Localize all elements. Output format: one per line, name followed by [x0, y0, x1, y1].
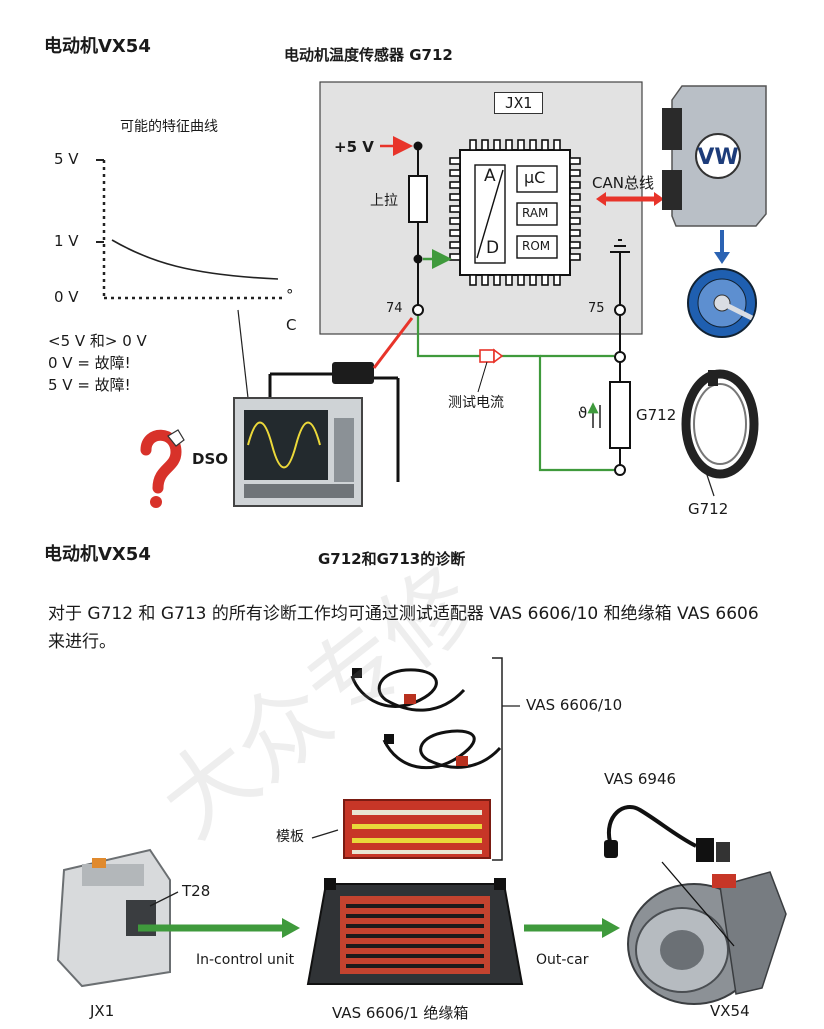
- bottom-section-title: 电动机VX54: [44, 544, 151, 565]
- pullup-label: 上拉: [370, 193, 398, 209]
- axis-label-1v: 1 V: [54, 232, 79, 250]
- curve-title: 可能的特征曲线: [120, 119, 218, 135]
- test-current-label: 测试电流: [448, 395, 504, 411]
- pin-75-label: 75: [588, 301, 605, 316]
- diagnosis-paragraph: 对于 G712 和 G713 的所有诊断工作均可通过测试适配器 VAS 6606…: [48, 604, 759, 652]
- g712-part-label: G712: [688, 500, 729, 518]
- g712-ring-sensor: [681, 369, 759, 497]
- note-0v-fault: 0 V = 故障!: [48, 354, 131, 372]
- pullup-circuit: [380, 136, 452, 316]
- insulation-box-photo: [306, 878, 524, 985]
- pin-74-label: 74: [386, 301, 403, 316]
- template-label: 模板: [276, 829, 304, 845]
- axis-label-5v: 5 V: [54, 150, 79, 168]
- ground-circuit: [587, 239, 631, 476]
- theta-label: ϑ: [578, 404, 588, 422]
- vx54-motor-photo: [627, 861, 787, 1005]
- uc-label: μC: [524, 168, 546, 187]
- oscilloscope-dso: [233, 317, 414, 507]
- note-5v-fault: 5 V = 故障!: [48, 376, 131, 394]
- adapter-cables: [350, 668, 502, 770]
- ram-label: RAM: [522, 206, 549, 220]
- can-bus-label: CAN总线: [592, 174, 654, 192]
- top-section-title: 电动机VX54: [44, 36, 151, 57]
- vas-6946-label: VAS 6946: [604, 770, 677, 788]
- vx54-label: VX54: [710, 1002, 750, 1020]
- dso-label: DSO: [192, 450, 229, 468]
- flow-arrows: [138, 918, 620, 938]
- top-diagram-title: 电动机温度传感器 G712: [284, 46, 453, 64]
- jx1-label: JX1: [494, 92, 544, 114]
- axis-label-0v: 0 V: [54, 288, 79, 306]
- rom-label: ROM: [522, 239, 551, 253]
- question-mascot: [140, 429, 185, 508]
- jx1-chip: [449, 139, 581, 286]
- jx1-unit-photo: [56, 848, 179, 988]
- vas-6606-10-label: VAS 6606/10: [526, 696, 623, 714]
- adapter-bracket: [492, 657, 503, 861]
- ad-label-a: A: [484, 166, 496, 186]
- motor-rotor: [687, 268, 757, 338]
- out-car-label: Out-car: [536, 952, 589, 968]
- insulation-box-label: VAS 6606/1 绝缘箱: [332, 1004, 469, 1022]
- axis-degree: °: [286, 286, 294, 304]
- svg-text:VW: VW: [697, 145, 738, 170]
- vas6946-cable: [604, 805, 730, 862]
- test-current-loop: [416, 316, 614, 472]
- characteristic-curve: [96, 159, 285, 399]
- plus-5v-label: +5 V: [334, 138, 374, 156]
- in-control-unit-label: In-control unit: [196, 952, 295, 968]
- jx1-bottom-label: JX1: [90, 1002, 115, 1020]
- bottom-diagram-title: G712和G713的诊断: [318, 550, 466, 568]
- t28-label: T28: [182, 882, 211, 900]
- template-board: [311, 799, 491, 859]
- g712-resistor-label: G712: [636, 406, 677, 424]
- ad-label-d: D: [486, 238, 500, 258]
- can-bus-arrow: [596, 192, 664, 206]
- note-range: <5 V 和> 0 V: [48, 332, 147, 350]
- axis-celsius: C: [286, 316, 297, 334]
- vw-control-unit: VW: [662, 85, 767, 264]
